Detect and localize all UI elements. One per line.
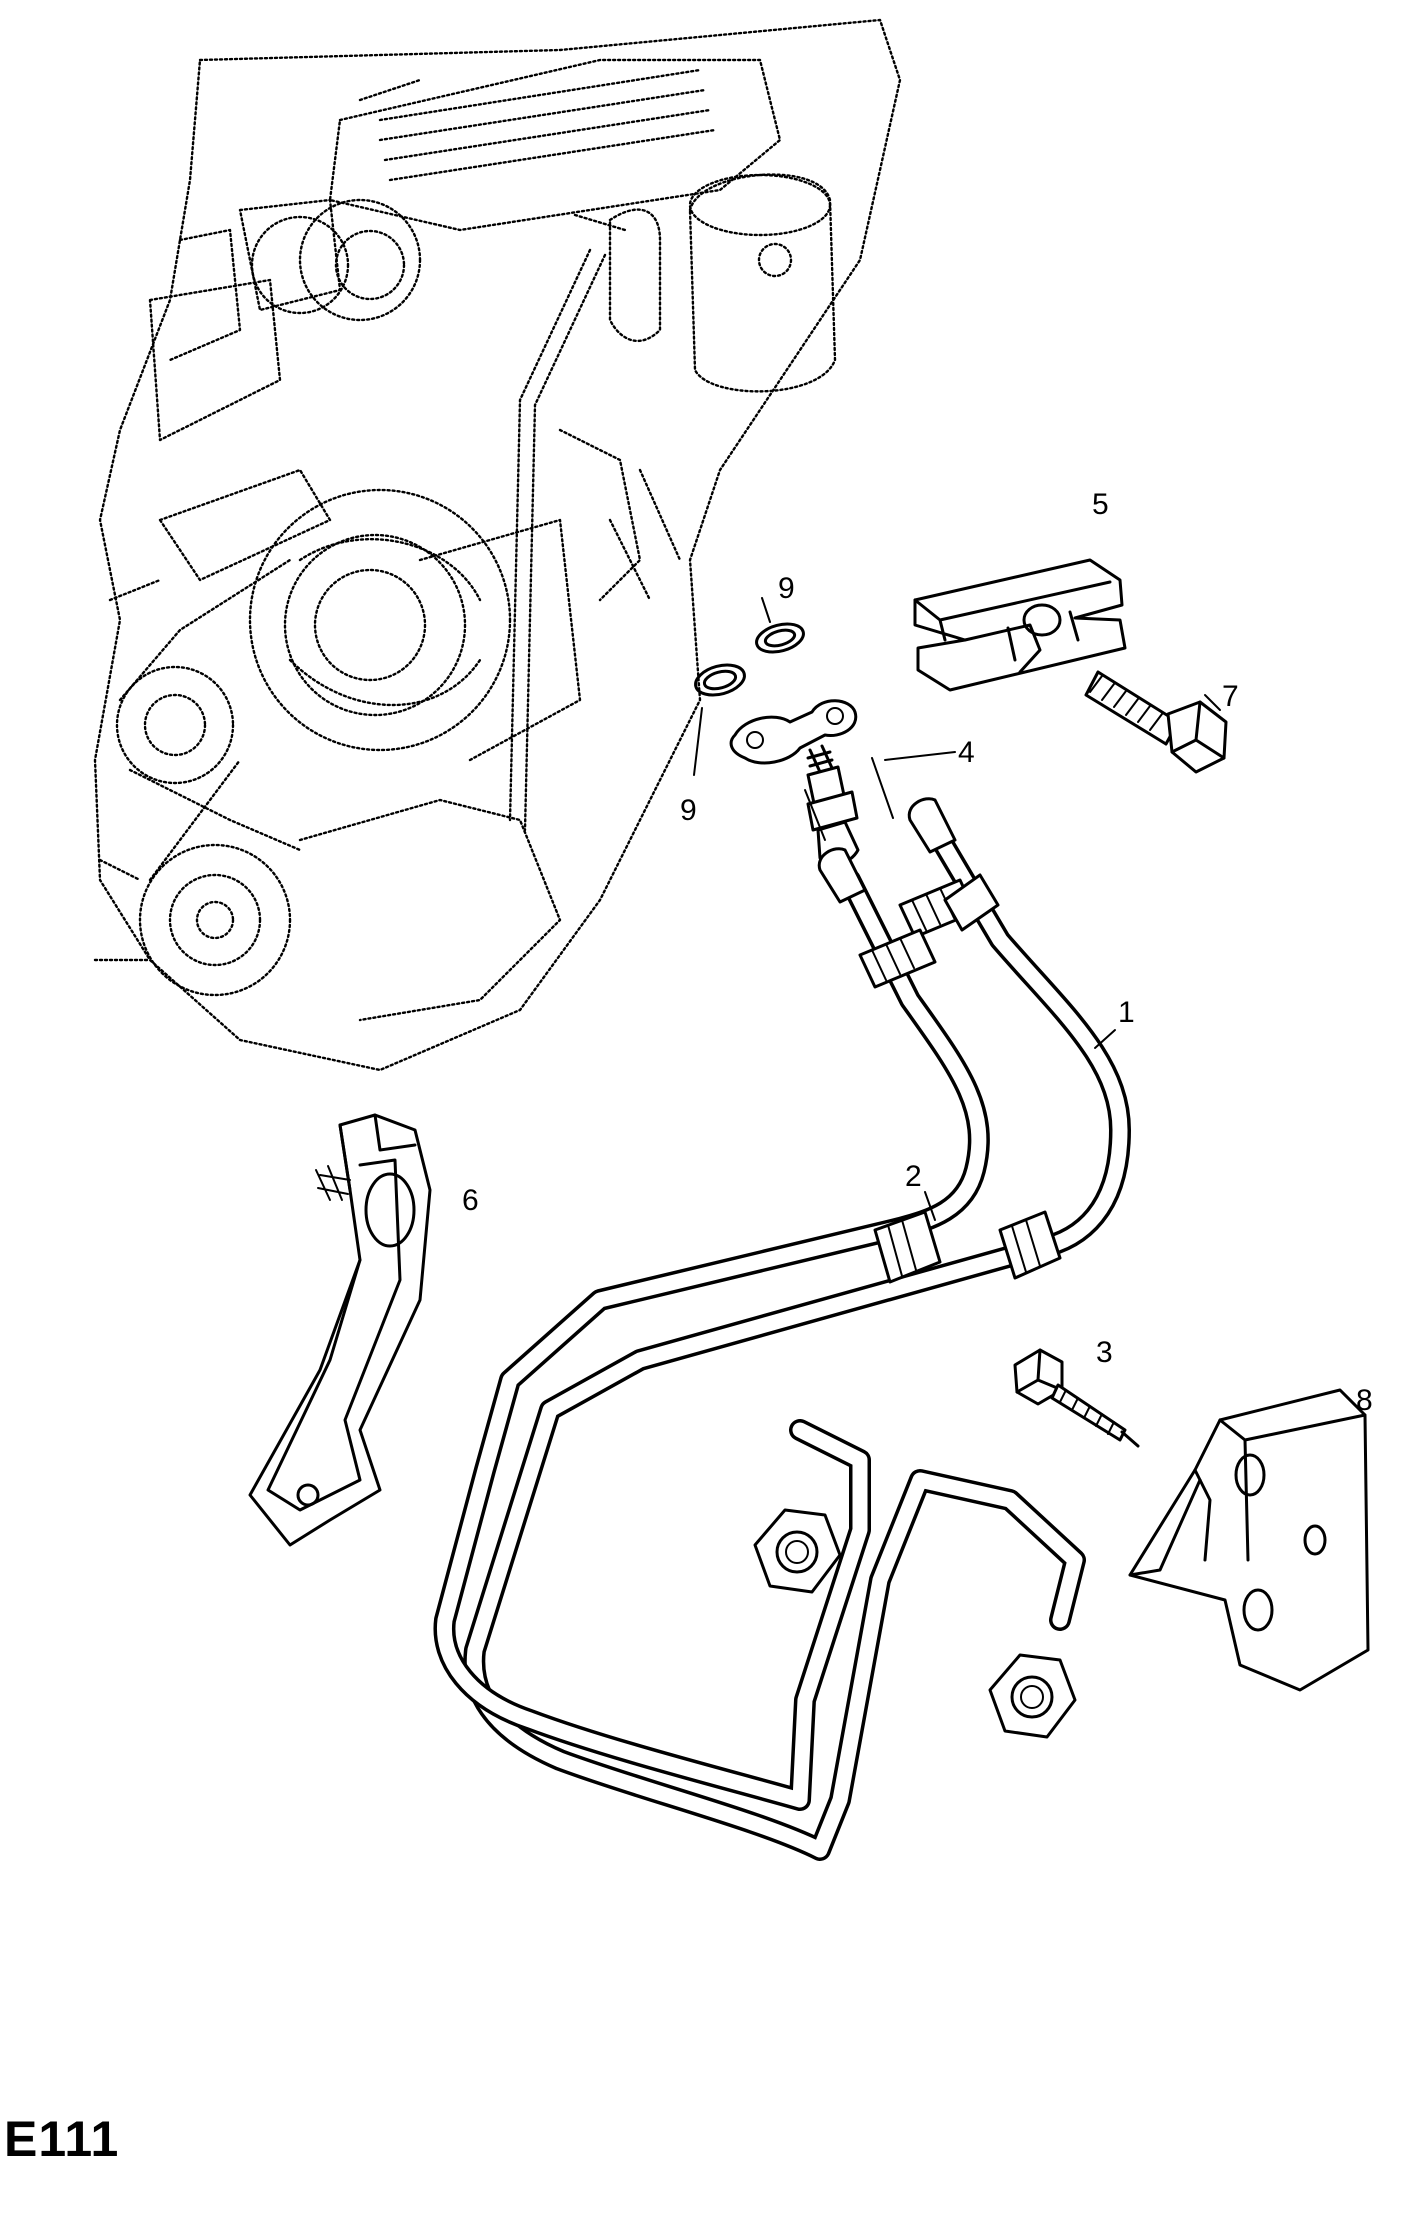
oil-lines <box>433 797 1131 1861</box>
screw-3 <box>1013 1348 1140 1448</box>
sealing-rings <box>693 597 805 776</box>
callout-2: 2 <box>905 1160 922 1193</box>
mounting-block-8 <box>1128 1388 1370 1692</box>
callout-9-lower: 9 <box>680 794 697 827</box>
callouts: 1 2 3 4 5 6 7 8 9 9 <box>462 488 1373 1417</box>
bracket-6 <box>248 1113 432 1547</box>
callout-9-upper: 9 <box>778 572 795 605</box>
bracket-upper <box>913 558 1127 692</box>
bolt-7 <box>1084 670 1228 774</box>
callout-4: 4 <box>958 736 975 769</box>
diagram-code: E111 <box>4 2111 120 2167</box>
callout-6: 6 <box>462 1184 479 1217</box>
engine-block <box>93 18 902 1072</box>
callout-5: 5 <box>1092 488 1109 521</box>
callout-7: 7 <box>1222 680 1239 713</box>
callout-8: 8 <box>1356 1384 1373 1417</box>
callout-3: 3 <box>1096 1336 1113 1369</box>
callout-1: 1 <box>1118 996 1135 1029</box>
